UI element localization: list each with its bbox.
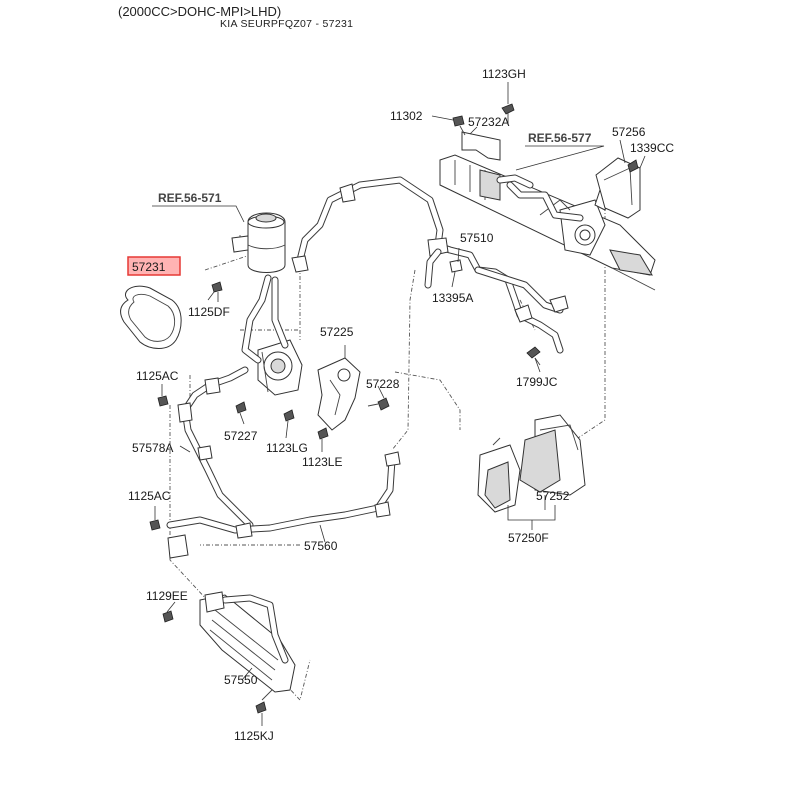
- oil-cooler-57550: [162, 591, 296, 714]
- diagram-scope-header: (2000CC>DOHC-MPI>LHD): [118, 4, 282, 19]
- part-label-1123le[interactable]: 1123LE: [302, 455, 342, 469]
- part-label-57510[interactable]: 57510: [460, 231, 494, 245]
- reservoir-assembly: [211, 212, 286, 302]
- power-steering-pump: [241, 274, 303, 396]
- part-label-11302[interactable]: 11302: [390, 109, 423, 123]
- part-label-1123gh[interactable]: 1123GH: [482, 67, 526, 81]
- diagram-part-code: KIA SEURPFQZ07 - 57231: [220, 18, 354, 30]
- part-label-13395a[interactable]: 13395A: [432, 291, 473, 305]
- part-label-1339cc[interactable]: 1339CC: [630, 141, 674, 155]
- dust-covers-57250f: [477, 414, 586, 513]
- pressure-line-57510: [431, 241, 569, 366]
- part-label-57578a[interactable]: 57578A: [132, 441, 173, 455]
- part-label-57250f[interactable]: 57250F: [508, 531, 549, 545]
- part-label-1125df[interactable]: 1125DF: [188, 305, 230, 319]
- return-hose-upper: [291, 176, 449, 289]
- ref-leaders: [152, 145, 605, 223]
- part-label-57231[interactable]: 57231: [132, 260, 166, 274]
- return-hose-57560: [149, 451, 401, 559]
- part-label-57227[interactable]: 57227: [224, 429, 258, 443]
- label-leaders: [154, 82, 646, 726]
- part-label-57232a[interactable]: 57232A: [468, 115, 509, 129]
- pressure-hose-57578a: [157, 366, 254, 529]
- part-label-57550[interactable]: 57550: [224, 673, 258, 687]
- highlight-box-57231: [127, 256, 181, 276]
- part-label-1125ac-top[interactable]: 1125AC: [136, 369, 179, 383]
- gasket-57231[interactable]: [120, 285, 182, 349]
- part-label-1123lg[interactable]: 1123LG: [266, 441, 308, 455]
- part-label-1799jc[interactable]: 1799JC: [516, 375, 558, 389]
- steering-gear-assembly: [439, 154, 656, 291]
- bracket-57232a: [452, 103, 515, 161]
- part-label-57252[interactable]: 57252: [536, 489, 570, 503]
- part-label-57228[interactable]: 57228: [366, 377, 400, 391]
- part-label-1125kj[interactable]: 1125KJ: [234, 729, 274, 743]
- part-label-57225[interactable]: 57225: [320, 325, 354, 339]
- part-label-57256[interactable]: 57256: [612, 125, 646, 139]
- ref-label-56-577[interactable]: REF.56-577: [528, 131, 592, 145]
- part-label-57560[interactable]: 57560: [304, 539, 338, 553]
- ref-label-56-571[interactable]: REF.56-571: [158, 191, 222, 205]
- pump-bracket-57225: [235, 357, 390, 440]
- part-label-1129ee[interactable]: 1129EE: [146, 589, 188, 603]
- part-label-1125ac-bottom[interactable]: 1125AC: [128, 489, 171, 503]
